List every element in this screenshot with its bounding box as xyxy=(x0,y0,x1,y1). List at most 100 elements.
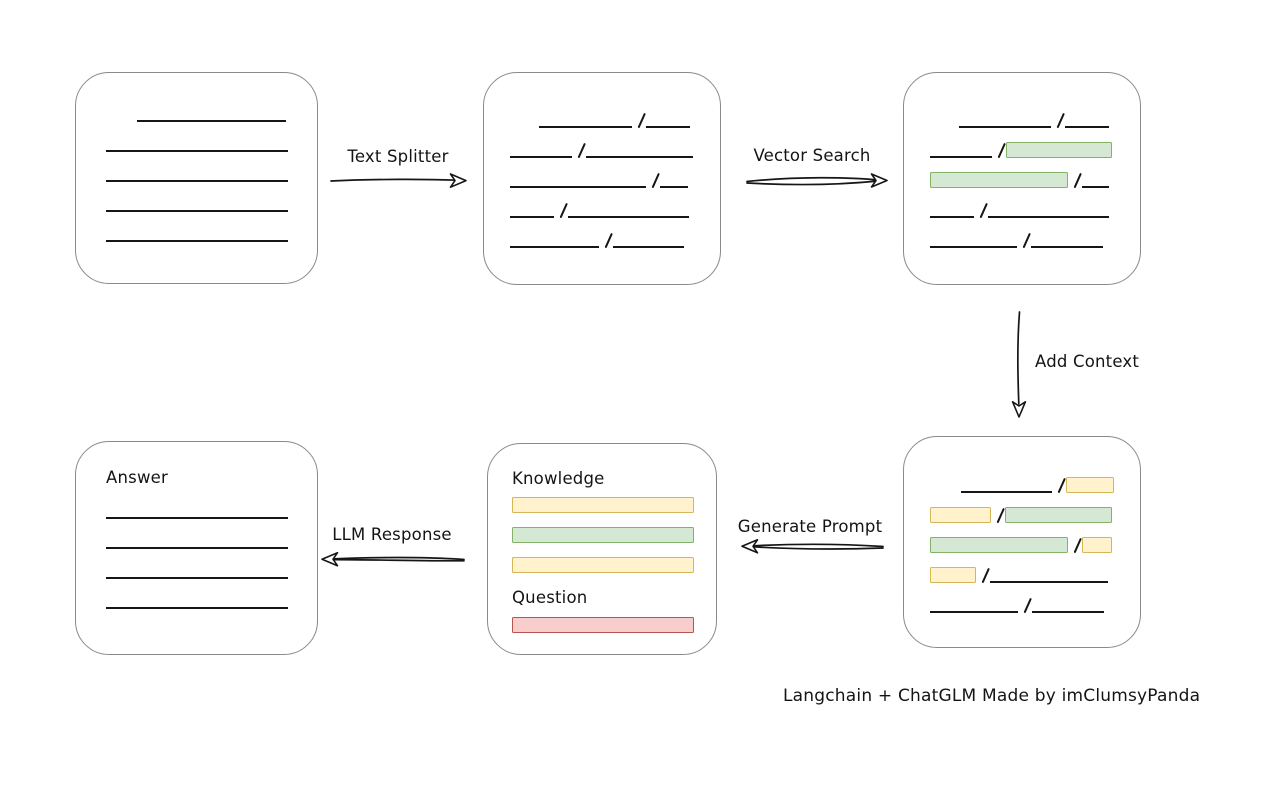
add-context-label: Add Context xyxy=(1035,352,1140,371)
yellow-chunk-chip xyxy=(930,507,991,523)
doc-line-row xyxy=(106,92,317,122)
chunk-row xyxy=(930,98,1114,129)
question-label: Question xyxy=(512,588,588,607)
text-line xyxy=(613,246,685,248)
doc-line-row xyxy=(106,519,317,549)
text-line xyxy=(1031,246,1104,248)
text-line xyxy=(568,216,690,218)
text-line xyxy=(930,216,974,218)
text-line xyxy=(510,216,554,218)
green-chunk-chip xyxy=(930,172,1068,188)
slash-separator xyxy=(604,232,614,249)
generate-prompt-label: Generate Prompt xyxy=(737,517,883,536)
slash-separator xyxy=(996,507,1006,524)
chunk-row xyxy=(510,188,694,219)
add-context-arrow xyxy=(1011,311,1027,418)
green-bar xyxy=(512,527,694,543)
slash-separator xyxy=(1023,597,1033,614)
vector-search-rows xyxy=(930,98,1114,249)
vector-search-label: Vector Search xyxy=(753,146,871,165)
doc-line-row xyxy=(106,152,317,182)
caption: Langchain + ChatGLM Made by imClumsyPand… xyxy=(783,686,1201,706)
doc-line-row xyxy=(106,122,317,152)
text-line xyxy=(1082,186,1110,188)
chunk-row xyxy=(930,553,1114,584)
text-line xyxy=(106,607,288,609)
text-line xyxy=(1065,126,1110,128)
slash-separator xyxy=(559,202,569,219)
document-lines xyxy=(76,92,317,242)
chunk-row xyxy=(930,583,1114,614)
vector-search-arrow xyxy=(746,173,888,188)
doc-line-row xyxy=(106,489,317,519)
chunk-row xyxy=(930,523,1114,554)
red-bar xyxy=(512,617,694,633)
doc-line-row xyxy=(106,182,317,212)
slash-separator xyxy=(651,172,661,189)
text-line xyxy=(930,246,1017,248)
llm-response-arrow xyxy=(321,551,465,567)
chunk-row xyxy=(510,98,694,129)
split-text-rows xyxy=(510,98,694,249)
text-line xyxy=(930,611,1018,613)
vector-search-result-box xyxy=(903,72,1141,285)
yellow-chunk-chip xyxy=(1082,537,1113,553)
text-line xyxy=(586,156,694,158)
text-line xyxy=(106,150,288,152)
doc-line-row xyxy=(106,549,317,579)
text-line xyxy=(646,126,691,128)
chunk-row xyxy=(930,463,1115,494)
text-line xyxy=(961,491,1052,493)
answer-label: Answer xyxy=(106,468,168,487)
chunk-row xyxy=(930,218,1114,249)
text-line xyxy=(539,126,632,128)
slash-separator xyxy=(1073,172,1083,189)
green-chunk-chip xyxy=(1006,142,1113,158)
text-line xyxy=(137,120,286,122)
source-document-box xyxy=(75,72,318,284)
slash-separator xyxy=(577,142,587,159)
text-line xyxy=(1032,611,1105,613)
prompt-box: Knowledge Question xyxy=(487,443,717,655)
knowledge-bars xyxy=(512,497,716,573)
slash-separator xyxy=(1057,477,1067,494)
text-line xyxy=(106,517,288,519)
text-line xyxy=(660,186,689,188)
slash-separator xyxy=(637,112,647,129)
yellow-chunk-chip xyxy=(930,567,976,583)
slash-separator xyxy=(1022,232,1032,249)
slash-separator xyxy=(1073,537,1083,554)
text-splitter-label: Text Splitter xyxy=(347,147,449,166)
question-bars xyxy=(512,617,716,633)
split-text-box xyxy=(483,72,721,285)
text-line xyxy=(106,547,288,549)
answer-lines xyxy=(106,489,317,609)
slash-separator xyxy=(981,567,991,584)
text-line xyxy=(510,186,646,188)
text-line xyxy=(106,240,288,242)
answer-box: Answer xyxy=(75,441,318,655)
knowledge-label: Knowledge xyxy=(512,469,605,488)
context-chunks-rows xyxy=(930,463,1115,614)
text-line xyxy=(106,210,288,212)
text-line xyxy=(930,156,992,158)
context-chunks-box xyxy=(903,436,1141,648)
chunk-row xyxy=(930,128,1114,159)
chunk-row xyxy=(930,493,1114,524)
text-line xyxy=(990,581,1109,583)
text-splitter-arrow xyxy=(330,173,467,188)
green-chunk-chip xyxy=(1005,507,1113,523)
slash-separator xyxy=(1056,112,1066,129)
text-line xyxy=(510,246,599,248)
yellow-bar xyxy=(512,557,694,573)
chunk-row xyxy=(930,158,1114,189)
text-line xyxy=(106,577,288,579)
text-line xyxy=(510,156,572,158)
slash-separator xyxy=(979,202,989,219)
generate-prompt-arrow xyxy=(741,539,884,554)
chunk-row xyxy=(510,128,694,159)
text-line xyxy=(959,126,1051,128)
chunk-row xyxy=(510,158,694,189)
text-line xyxy=(106,180,288,182)
